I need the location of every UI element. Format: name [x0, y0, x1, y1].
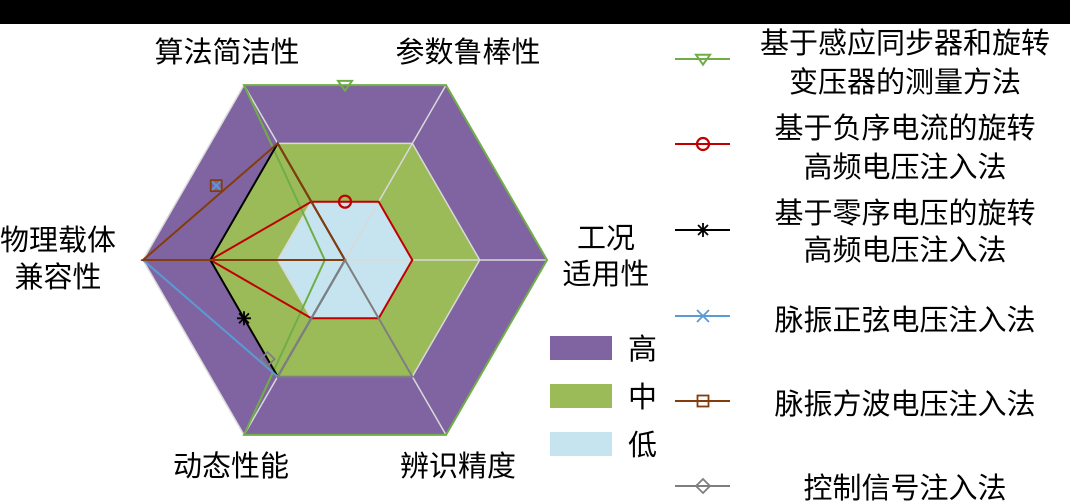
scale-label-2: 中	[628, 380, 657, 414]
legend-label-2-line1: 基于零序电压的旋转	[774, 196, 1035, 230]
top-black-bar	[0, 0, 1070, 24]
legend-marker-4	[696, 394, 710, 408]
legend-label-0-line2: 变压器的测量方法	[789, 65, 1021, 99]
series-line-5	[275, 257, 415, 378]
legend-label-4-line1: 脉振方波电压注入法	[774, 387, 1035, 421]
series-marker-1-0	[337, 194, 353, 209]
spoke-1	[344, 84, 447, 261]
axis-label-identification-accuracy: 辨识精度	[400, 449, 516, 483]
series-marker-2-0	[237, 311, 251, 326]
axis-label-algorithm-simplicity: 算法简洁性	[154, 35, 299, 69]
legend-label-2-line2: 高频电压注入法	[803, 233, 1006, 267]
legend-marker-2	[696, 223, 710, 237]
series-marker-5-0	[259, 350, 276, 368]
series-4	[140, 141, 347, 261]
axis-label-carrier-compatibility-line1: 物理载体	[0, 223, 116, 257]
legend-label-3-line1: 脉振正弦电压注入法	[774, 303, 1035, 337]
legend-label-5-line1: 控制信号注入法	[803, 471, 1006, 504]
series-marker-4-0	[209, 179, 223, 193]
scale-swatch-3	[550, 336, 612, 360]
axis-label-condition-applicability-line2: 适用性	[562, 257, 649, 291]
axis-label-parameter-robustness: 参数鲁棒性	[395, 35, 540, 69]
legend-marker-1	[695, 136, 711, 152]
series-line-4	[140, 141, 347, 261]
legend-label-1-line1: 基于负序电流的旋转	[774, 111, 1035, 145]
scale-swatch-1	[550, 432, 612, 456]
scale-swatch-2	[550, 384, 612, 408]
legend-marker-3	[696, 309, 710, 323]
legend-label-0-line1: 基于感应同步器和旋转	[760, 26, 1050, 60]
scale-label-3: 高	[628, 332, 657, 366]
series-legend: 基于感应同步器和旋转变压器的测量方法基于负序电流的旋转高频电压注入法基于零序电压…	[675, 26, 1050, 504]
axis-label-carrier-compatibility-line2: 兼容性	[14, 260, 101, 294]
legend-marker-0	[694, 53, 712, 67]
series-marker-0-0	[336, 79, 354, 93]
legend-marker-5	[694, 477, 712, 495]
series-marker-3-0	[209, 179, 223, 193]
axis-label-dynamic-performance: 动态性能	[173, 449, 289, 483]
series-layer	[140, 79, 549, 436]
legend-label-1-line2: 高频电压注入法	[803, 150, 1006, 184]
scale-legend: 高中低	[550, 332, 657, 462]
series-5	[259, 257, 415, 378]
axis-label-condition-applicability-line1: 工况	[577, 221, 635, 255]
scale-label-1: 低	[628, 428, 657, 462]
